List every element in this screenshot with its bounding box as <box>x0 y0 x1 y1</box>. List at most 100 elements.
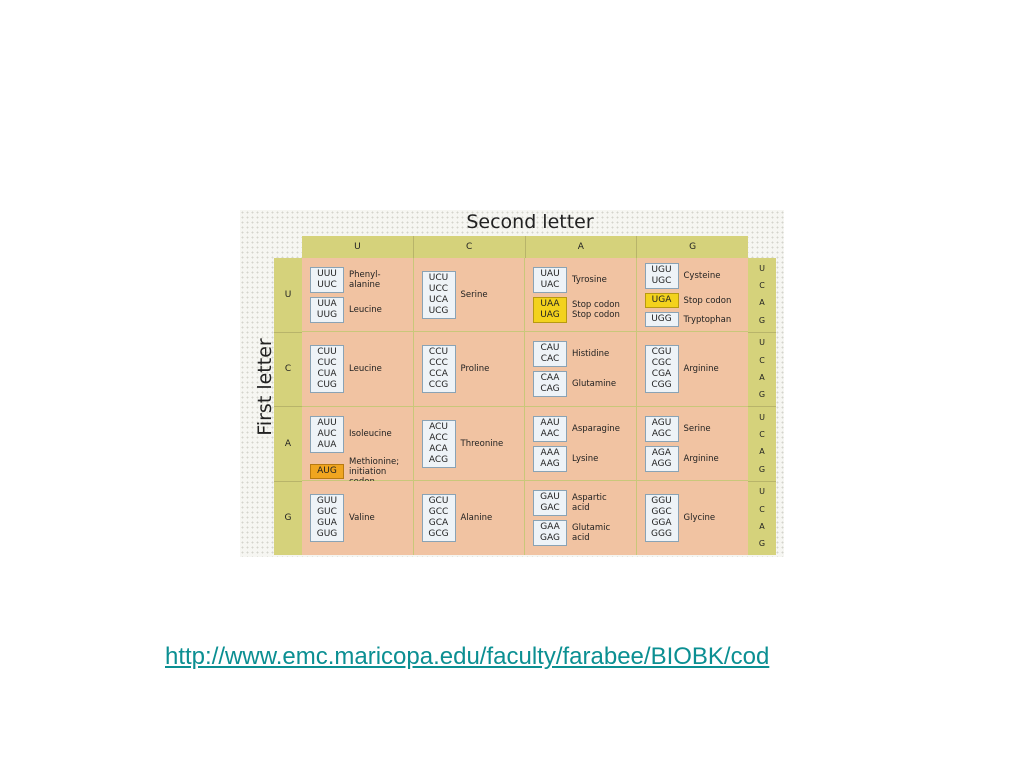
third-letter-label: C <box>759 504 765 514</box>
third-letter-label: A <box>759 372 765 382</box>
amino-acid-label: Tyrosine <box>572 275 607 285</box>
third-letter-label: U <box>759 487 765 497</box>
amino-acid-label: Cysteine <box>683 271 721 281</box>
amino-acid-label: Tryptophan <box>683 314 732 325</box>
codon: GCC <box>428 506 449 517</box>
amino-acid-label: Arginine <box>683 364 719 375</box>
codon: CGU <box>651 347 672 358</box>
third-letter-label: U <box>759 263 765 273</box>
stop-codon-box: UGA <box>644 293 679 308</box>
codon: CUG <box>317 380 337 391</box>
second-letter-header: U C A G <box>302 236 748 258</box>
codon: CAG <box>540 384 560 395</box>
codon: ACA <box>429 443 448 454</box>
amino-acid-label: Aspartic acid <box>572 492 607 513</box>
amino-acid-label: Leucine <box>349 364 382 375</box>
codon: CAC <box>540 354 560 365</box>
third-letter-label: A <box>759 521 765 531</box>
codon: UGA <box>651 295 672 305</box>
amino-acid-label: Leucine <box>349 305 382 315</box>
codon: AUU <box>317 417 337 428</box>
third-letter-label: C <box>759 281 765 291</box>
amino-acid-label: Histidine <box>572 349 610 360</box>
codon: UCG <box>428 306 449 316</box>
codon: ACU <box>429 421 448 432</box>
codon-group: UGG Tryptophan <box>644 312 747 327</box>
codon: UCA <box>428 295 449 305</box>
codon: UCC <box>428 284 449 294</box>
codon: CUC <box>317 358 337 369</box>
codon: CCU <box>428 347 449 358</box>
codon: GGU <box>651 495 672 506</box>
amino-acid-label: Serine <box>460 290 488 300</box>
codon: GUG <box>316 528 338 539</box>
codon: CGA <box>651 369 672 380</box>
source-link[interactable]: http://www.emc.maricopa.edu/faculty/fara… <box>165 643 770 670</box>
third-letter-label: U <box>759 412 765 422</box>
third-letter-label: U <box>759 338 765 348</box>
amino-acid-label: Isoleucine <box>349 429 392 439</box>
codon: UGG <box>651 314 672 324</box>
column-header: U <box>302 236 414 258</box>
row-header: U <box>274 258 302 333</box>
codon: CCC <box>429 358 448 369</box>
third-letter-label: A <box>759 298 765 308</box>
third-letter-label: G <box>758 464 766 474</box>
codon: AAU <box>540 417 560 428</box>
amino-acid-label: Phenyl- alanine <box>349 270 381 290</box>
third-letter-label: G <box>758 390 766 400</box>
column-header: C <box>413 236 526 258</box>
second-letter-title: Second letter <box>466 211 594 233</box>
start-codon-box: AUG <box>310 464 344 479</box>
codon: CUU <box>317 347 337 358</box>
column-header: G <box>637 236 748 258</box>
codon: AUG <box>317 466 337 476</box>
column-header: A <box>525 236 638 258</box>
codon: AGC <box>651 428 672 439</box>
codon: CGG <box>651 380 672 391</box>
third-letter-label: G <box>758 315 766 325</box>
codon: UGU <box>651 265 672 275</box>
codon: GAU <box>540 491 560 502</box>
codon: GUA <box>317 517 337 528</box>
codon: GCG <box>428 528 449 539</box>
codon: CUA <box>317 369 337 380</box>
amino-acid-label: Alanine <box>460 512 493 523</box>
codon: AUA <box>317 439 337 450</box>
codon: CCA <box>429 369 448 380</box>
codon: UAU <box>540 269 560 279</box>
amino-acid-label: Glutamic acid <box>572 522 611 543</box>
codon: GUU <box>316 495 338 506</box>
